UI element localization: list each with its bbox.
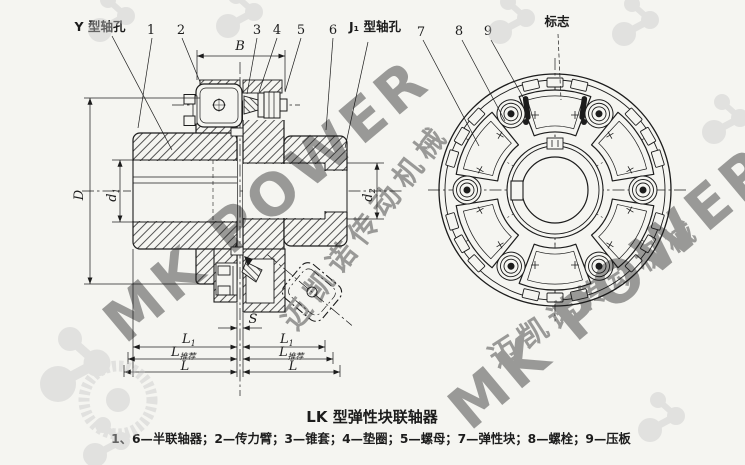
dimension-labels: D B d1 d2 S L1 L1 L推荐 L推荐 L L <box>72 39 377 374</box>
caption-title: LK 型弹性块联轴器 <box>306 408 438 426</box>
callout-leaders <box>111 33 562 151</box>
dim-gap: S <box>249 312 258 327</box>
label-mark: 标志 <box>543 14 570 29</box>
dim-hub-length-left: L <box>180 359 190 374</box>
section-view <box>82 62 402 396</box>
dim-bore-right: d2 <box>361 188 377 201</box>
label-j1-bore: J₁ 型轴孔 <box>348 19 401 34</box>
hub-and-bore <box>506 137 604 239</box>
bottom-spacer-tab <box>230 246 244 256</box>
dim-bore-left: d1 <box>105 188 121 201</box>
callout-5: 5 <box>297 23 305 38</box>
mark-plate <box>546 137 564 150</box>
outer-flange-circle <box>438 73 672 307</box>
callout-1: 1 <box>147 23 155 38</box>
dim-arm-width: B <box>234 39 245 54</box>
dim-outer-diameter: D <box>72 189 87 201</box>
top-arm-assembly <box>183 79 289 128</box>
callout-4: 4 <box>273 23 281 38</box>
pressure-plate-clamps <box>522 96 588 125</box>
dim-recommended-left: L推荐 <box>170 345 198 361</box>
caption: LK 型弹性块联轴器 1、6—半联轴器；2—传力臂；3—锥套；4—垫圈；5—螺母… <box>111 408 631 446</box>
front-view <box>428 58 686 322</box>
dim-recommended-right: L推荐 <box>278 345 306 361</box>
callout-7: 7 <box>417 25 425 40</box>
top-spacer-tab <box>230 127 244 137</box>
callout-9: 9 <box>484 24 492 39</box>
callout-2: 2 <box>177 23 185 38</box>
left-half-coupling <box>131 97 238 303</box>
dim-hole-length-right: L1 <box>279 332 294 348</box>
right-half-coupling <box>242 97 348 313</box>
dim-hole-length-left: L1 <box>181 332 196 348</box>
callout-8: 8 <box>455 24 463 39</box>
dimension-lines <box>84 50 384 377</box>
keyway <box>510 180 524 201</box>
callout-6: 6 <box>329 23 337 38</box>
callout-3: 3 <box>253 23 261 38</box>
dim-hub-length-right: L <box>288 359 298 374</box>
watermark-gear-motifs <box>40 0 745 465</box>
caption-parts-list: 1、6—半联轴器；2—传力臂；3—锥套；4—垫圈；5—螺母；7—弹性块；8—螺栓… <box>111 431 631 446</box>
